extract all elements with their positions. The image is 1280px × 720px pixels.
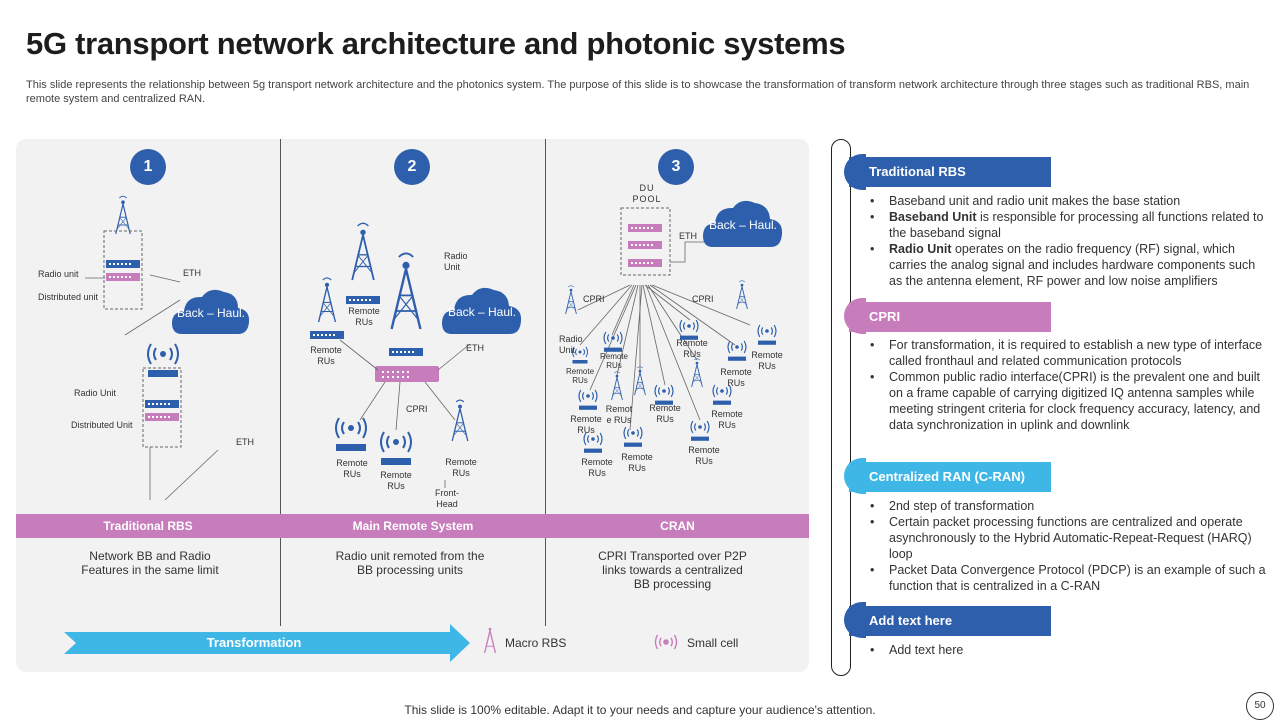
du-pool-label: DU POOL bbox=[632, 183, 662, 204]
slide-subtitle: This slide represents the relationship b… bbox=[26, 79, 1250, 105]
radio-unit-label: Radio Unit bbox=[559, 334, 583, 355]
cpri-label: CPRI bbox=[583, 294, 605, 304]
cpri-label: CPRI bbox=[406, 404, 428, 414]
backhaul-label: Back – Haul. bbox=[447, 305, 517, 319]
remote-rus-label: Remote RUs bbox=[380, 470, 412, 491]
backhaul-label: Back – Haul. bbox=[176, 306, 246, 320]
remote-rus-label: Remote RUs bbox=[599, 352, 628, 370]
bullet-item: Baseband unit and radio unit makes the b… bbox=[868, 193, 1268, 209]
timeline-bracket bbox=[831, 139, 851, 676]
backhaul-label: Back – Haul. bbox=[708, 218, 778, 232]
bullet-item: Certain packet processing functions are … bbox=[868, 514, 1268, 562]
stage-3-number: 3 bbox=[658, 149, 694, 185]
remote-rus-label: Remote RUs bbox=[676, 338, 708, 359]
remote-rus-label: Remote RUs bbox=[688, 445, 720, 466]
remote-rus-label: Remote RUs bbox=[711, 409, 743, 430]
section-heading-cpri: CPRI bbox=[849, 302, 1051, 332]
remote-rus-label: Remote RUs bbox=[348, 306, 380, 327]
bullet-item: 2nd step of transformation bbox=[868, 498, 1268, 514]
distributed-unit-label: Distributed Unit bbox=[71, 420, 133, 430]
stage-divider bbox=[280, 139, 281, 626]
legend-macro-rbs: Macro RBS bbox=[505, 636, 567, 650]
remote-rus-label: Remot e RUs bbox=[605, 404, 633, 425]
stage-2-description: Radio unit remoted from the BB processin… bbox=[335, 549, 485, 577]
remote-rus-label: Remote RUs bbox=[566, 367, 595, 385]
remote-rus-label: Remote RUs bbox=[445, 457, 477, 478]
eth-label: ETH bbox=[236, 437, 254, 447]
remote-rus-label: Remote RUs bbox=[751, 350, 783, 371]
stage-1-title: Traditional RBS bbox=[103, 519, 193, 533]
transformation-arrow-label: Transformation bbox=[206, 635, 302, 650]
stage-1-number: 1 bbox=[130, 149, 166, 185]
stage-2-title: Main Remote System bbox=[352, 519, 474, 533]
section-bullets-traditional-rbs: Baseband unit and radio unit makes the b… bbox=[868, 193, 1268, 289]
bullet-item: Packet Data Convergence Protocol (PDCP) … bbox=[868, 562, 1268, 594]
stage-2-number: 2 bbox=[394, 149, 430, 185]
radio-unit-label: Radio unit bbox=[38, 269, 79, 279]
radio-unit-label: Radio Unit bbox=[444, 251, 468, 272]
eth-label: ETH bbox=[183, 268, 201, 278]
eth-label: ETH bbox=[466, 343, 484, 353]
page-number: 50 bbox=[1246, 692, 1274, 720]
backhaul-cloud: Back – Haul. bbox=[172, 286, 250, 336]
backhaul-cloud: Back – Haul. bbox=[703, 197, 783, 249]
stage-1-description: Network BB and Radio Features in the sam… bbox=[81, 549, 219, 577]
bullet-item: For transformation, it is required to es… bbox=[868, 337, 1268, 369]
remote-rus-label: Remote RUs bbox=[570, 414, 602, 435]
bullet-item: Radio Unit operates on the radio frequen… bbox=[868, 241, 1268, 289]
stage-divider bbox=[545, 139, 546, 626]
front-head-label: Front- Head bbox=[434, 488, 459, 509]
section-bullets-add-text: Add text here bbox=[868, 642, 1268, 658]
cpri-label: CPRI bbox=[692, 294, 714, 304]
stage-3-description: CPRI Transported over P2P links towards … bbox=[598, 549, 747, 591]
distributed-unit-label: Distributed unit bbox=[38, 292, 99, 302]
backhaul-cloud: Back – Haul. bbox=[442, 284, 522, 336]
section-bullets-cpri: For transformation, it is required to es… bbox=[868, 337, 1268, 433]
footer-note: This slide is 100% editable. Adapt it to… bbox=[404, 703, 876, 717]
bullet-item: Baseband Unit is responsible for process… bbox=[868, 209, 1268, 241]
section-heading-c-ran: Centralized RAN (C-RAN) bbox=[849, 462, 1051, 492]
stage-3-title: CRAN bbox=[660, 519, 695, 533]
slide-title: 5G transport network architecture and ph… bbox=[26, 26, 846, 61]
remote-rus-label: Remote RUs bbox=[310, 345, 342, 366]
stage-band bbox=[16, 514, 809, 538]
remote-rus-label: Remote RUs bbox=[336, 458, 368, 479]
remote-rus-label: Remote RUs bbox=[720, 367, 752, 388]
bullet-item: Common public radio interface(CPRI) is t… bbox=[868, 369, 1268, 433]
section-heading-traditional-rbs: Traditional RBS bbox=[849, 157, 1051, 187]
remote-rus-label: Remote RUs bbox=[649, 403, 681, 424]
remote-rus-label: Remote RUs bbox=[621, 452, 653, 473]
radio-unit-label: Radio Unit bbox=[74, 388, 117, 398]
eth-label: ETH bbox=[679, 231, 697, 241]
legend-small-cell: Small cell bbox=[687, 636, 739, 650]
bullet-item: Add text here bbox=[868, 642, 1268, 658]
section-bullets-c-ran: 2nd step of transformation Certain packe… bbox=[868, 498, 1268, 594]
remote-rus-label: Remote RUs bbox=[581, 457, 613, 478]
section-heading-add-text: Add text here bbox=[849, 606, 1051, 636]
